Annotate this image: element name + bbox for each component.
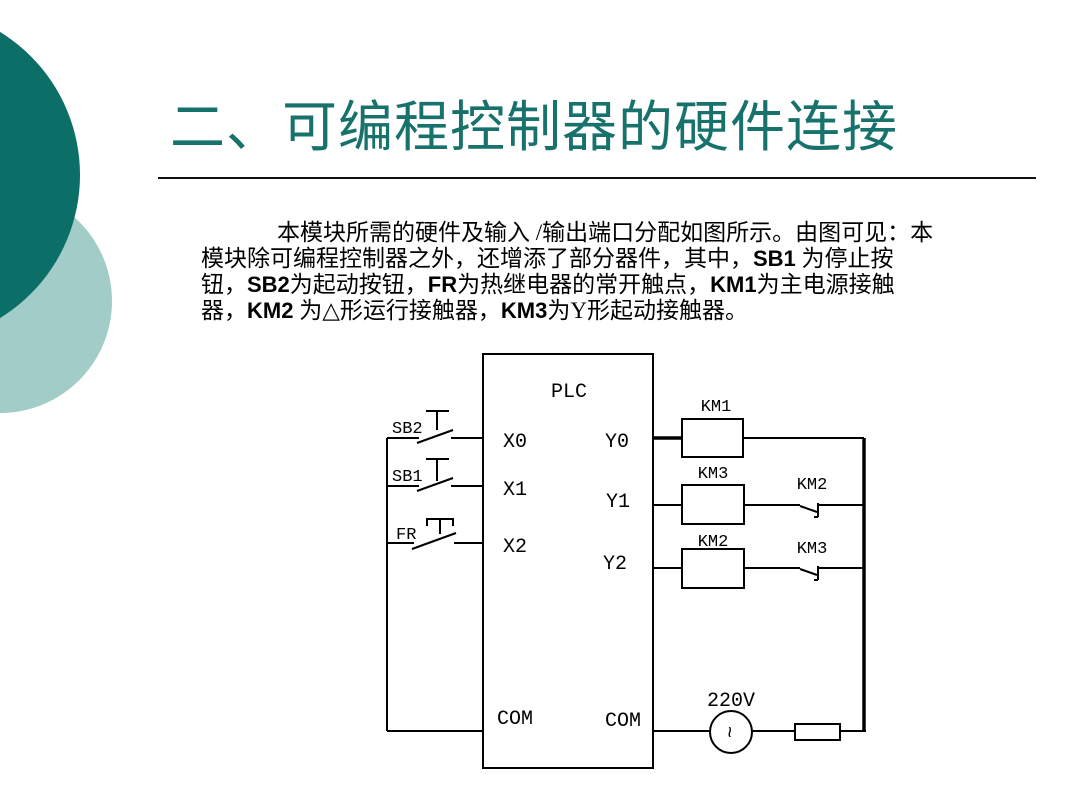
sb1-contact-blade	[416, 477, 454, 492]
body-text-line: 本模块所需的硬件及输入 /输出端口分配如图所示。由图可见：本	[201, 220, 1021, 246]
device-code-km2: KM2	[247, 298, 294, 323]
km3-contact-bar	[814, 566, 819, 581]
ac-sine-icon: ~	[716, 726, 739, 738]
body-text-line: 模块除可编程控制器之外，还增添了部分器件，其中，SB1 为停止按	[201, 246, 1021, 272]
body-text-line: 器，KM2 为△形运行接触器，KM3为Y形起动接触器。	[201, 298, 1021, 324]
fr-label: FR	[396, 526, 416, 545]
output-com-label: COM	[605, 710, 641, 733]
device-code-sb2: SB2	[247, 272, 290, 297]
output-y0-label: Y0	[605, 431, 629, 454]
km2-contact-blade	[799, 505, 818, 513]
plc-label: PLC	[551, 381, 587, 404]
km1-coil-label: KM1	[701, 398, 732, 417]
km2-coil-label: KM2	[698, 533, 729, 552]
km2-contact-label: KM2	[797, 476, 828, 495]
device-code-sb1: SB1	[753, 246, 796, 271]
body-text-segment: 为热继电器的常开触点，	[457, 272, 711, 297]
km3-coil-box	[681, 484, 745, 525]
body-text-segment: 本模块所需的硬件及输入 /输出端口分配如图所示。由图可见：本	[277, 220, 934, 245]
km1-coil-box	[681, 418, 744, 458]
km2-coil-box	[681, 548, 745, 589]
device-code-km3: KM3	[500, 298, 548, 323]
device-code-km1: KM1	[710, 272, 757, 297]
output-y1-label: Y1	[606, 491, 630, 514]
title-divider	[158, 177, 1036, 179]
input-x2-label: X2	[503, 536, 527, 559]
body-text-segment: 为Y形起动接触器。	[547, 298, 748, 323]
body-paragraph: 本模块所需的硬件及输入 /输出端口分配如图所示。由图可见：本 模块除可编程控制器…	[201, 220, 1021, 324]
fr-contact-blade	[411, 532, 457, 550]
input-com-label: COM	[497, 708, 533, 731]
sb2-contact-blade	[416, 429, 454, 444]
body-text-segment: 为起动按钮，	[289, 272, 428, 297]
km3-contact-label: KM3	[797, 540, 828, 559]
km3-contact-blade	[799, 568, 818, 576]
supply-voltage-label: 220V	[707, 690, 755, 713]
km3-coil-label: KM3	[698, 465, 729, 484]
body-text-segment: 为停止按	[795, 246, 894, 271]
fuse-box	[794, 723, 841, 741]
input-x0-label: X0	[503, 431, 527, 454]
body-text-segment: 钮，	[201, 272, 247, 297]
body-text-line: 钮，SB2为起动按钮，FR为热继电器的常开触点，KM1为主电源接触	[201, 272, 1021, 298]
device-code-fr: FR	[427, 272, 458, 297]
plc-box	[482, 353, 654, 769]
sb1-label: SB1	[392, 468, 423, 487]
output-y2-label: Y2	[603, 553, 627, 576]
km2-contact-bar	[814, 503, 819, 518]
body-text-segment: 模块除可编程控制器之外，还增添了部分器件，其中，	[201, 246, 753, 271]
body-text-segment: 为主电源接触	[756, 272, 895, 297]
body-text-segment: 为△形运行接触器，	[293, 298, 501, 323]
sb2-label: SB2	[392, 420, 423, 439]
body-text-segment: 器，	[201, 298, 247, 323]
slide-title: 二、可编程控制器的硬件连接	[170, 97, 899, 158]
input-x1-label: X1	[503, 479, 527, 502]
